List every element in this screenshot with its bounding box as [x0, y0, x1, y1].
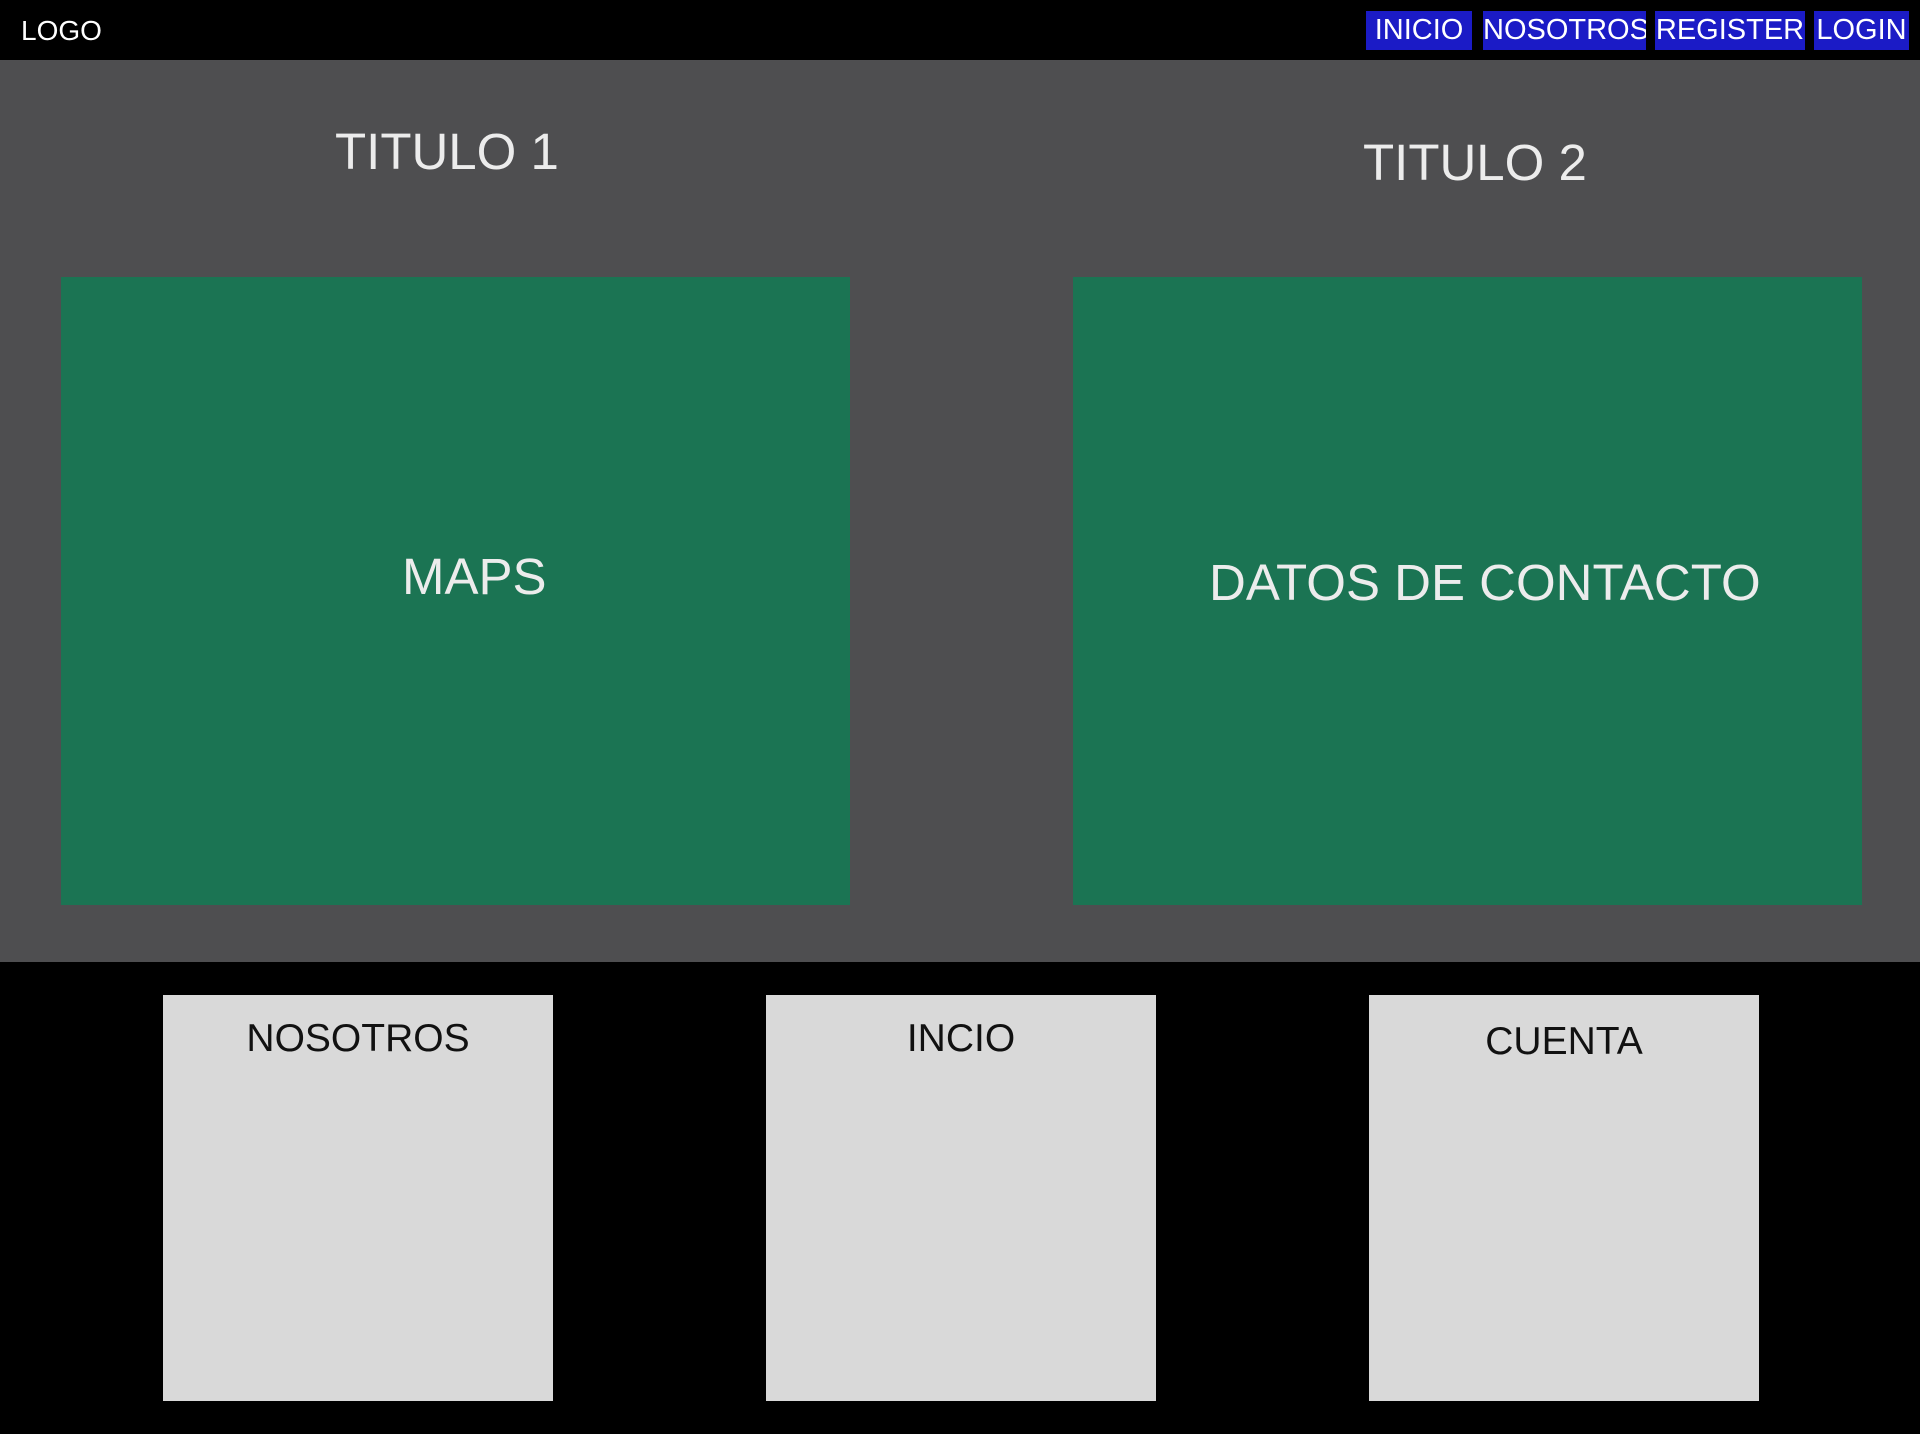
footer-card-nosotros[interactable]: NOSOTROS [163, 995, 553, 1401]
footer-card-label: INCIO [906, 1017, 1016, 1060]
footer-card-label: CUENTA [1485, 1020, 1643, 1063]
footer-card-cuenta[interactable]: CUENTA [1369, 995, 1759, 1401]
main-section: TITULO 1 TITULO 2 MAPS DATOS DE CONTACTO [0, 60, 1920, 962]
section-title-2: TITULO 2 [1363, 134, 1587, 191]
contact-panel[interactable]: DATOS DE CONTACTO [1073, 277, 1862, 905]
section-title-1: TITULO 1 [335, 123, 559, 180]
footer-card-label: NOSOTROS [246, 1017, 470, 1060]
top-navbar: LOGO INICIO NOSOTROS REGISTER LOGIN [0, 0, 1920, 60]
logo[interactable]: LOGO [21, 15, 102, 46]
maps-label: MAPS [402, 548, 547, 605]
nav-register-button[interactable]: REGISTER [1655, 11, 1805, 50]
nav-nosotros-button[interactable]: NOSOTROS [1483, 11, 1646, 50]
footer-card-incio[interactable]: INCIO [766, 995, 1156, 1401]
contact-label: DATOS DE CONTACTO [1209, 554, 1761, 611]
nav-inicio-button[interactable]: INICIO [1366, 11, 1472, 50]
maps-panel[interactable]: MAPS [61, 277, 850, 905]
nav-login-button[interactable]: LOGIN [1814, 11, 1909, 50]
